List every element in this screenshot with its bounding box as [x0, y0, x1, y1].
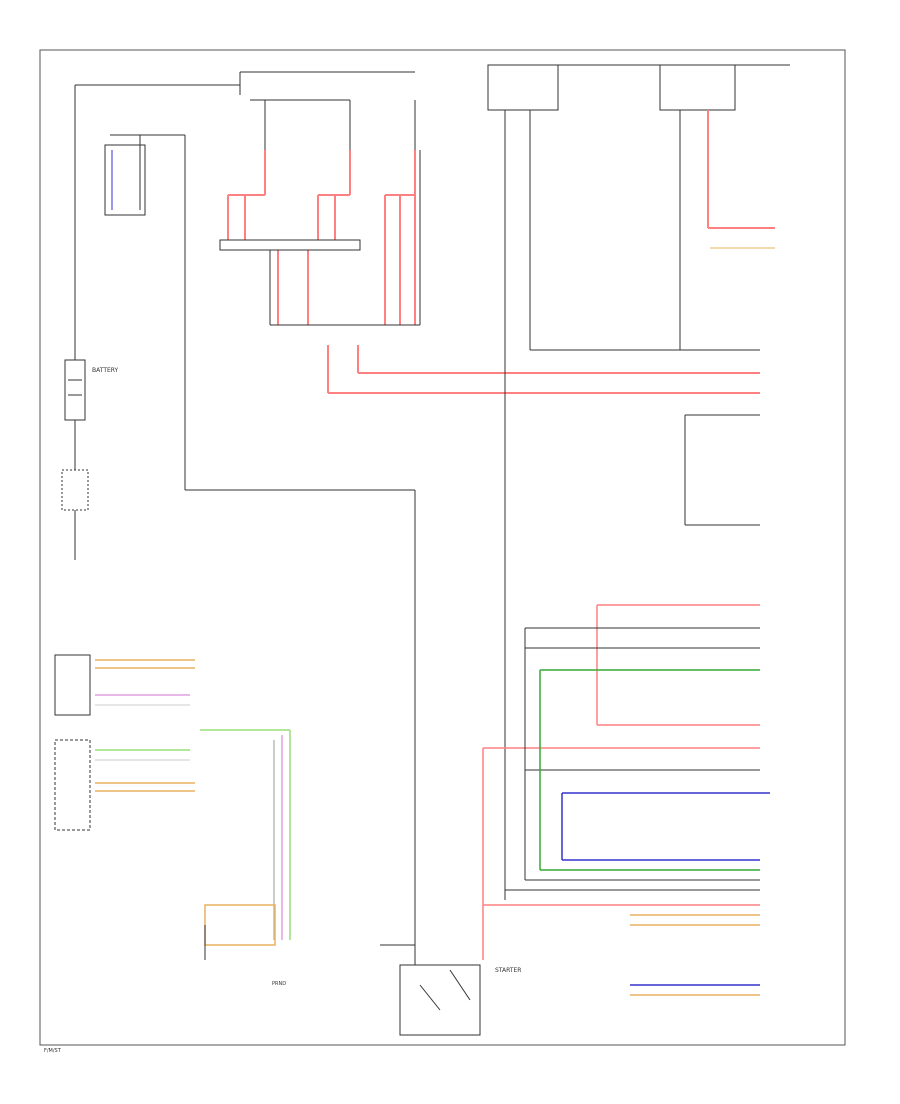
diagram-frame [39, 49, 846, 1046]
selector-lever-bracket [204, 904, 276, 946]
battery-symbol [64, 359, 86, 421]
relay-box-1 [487, 64, 559, 111]
module-blue-wires [561, 792, 770, 861]
ground-block [61, 469, 89, 511]
module-green-wires [539, 669, 760, 871]
shift-position-sensor [54, 739, 91, 831]
transmission-wires [95, 659, 291, 940]
battery-label: BATTERY [92, 367, 119, 374]
module-red-wires [482, 604, 760, 960]
starter-switch [449, 969, 471, 1001]
footer-label: F/M/ST [44, 1048, 62, 1054]
fuse-box-1 [219, 239, 361, 251]
relay-wiring [504, 110, 760, 900]
prnd-label: PRND [272, 981, 286, 987]
module-connector-wires [630, 914, 760, 996]
module-black-wires [505, 627, 760, 891]
starter-motor [399, 964, 481, 1036]
instrument-connector [104, 144, 146, 216]
starter-switch [419, 984, 441, 1011]
transmission-control-module [54, 654, 91, 716]
power-distribution [227, 150, 760, 394]
relay-box-2 [659, 64, 736, 111]
starter-label: STARTER [495, 967, 521, 974]
battery-circuit [74, 71, 416, 965]
